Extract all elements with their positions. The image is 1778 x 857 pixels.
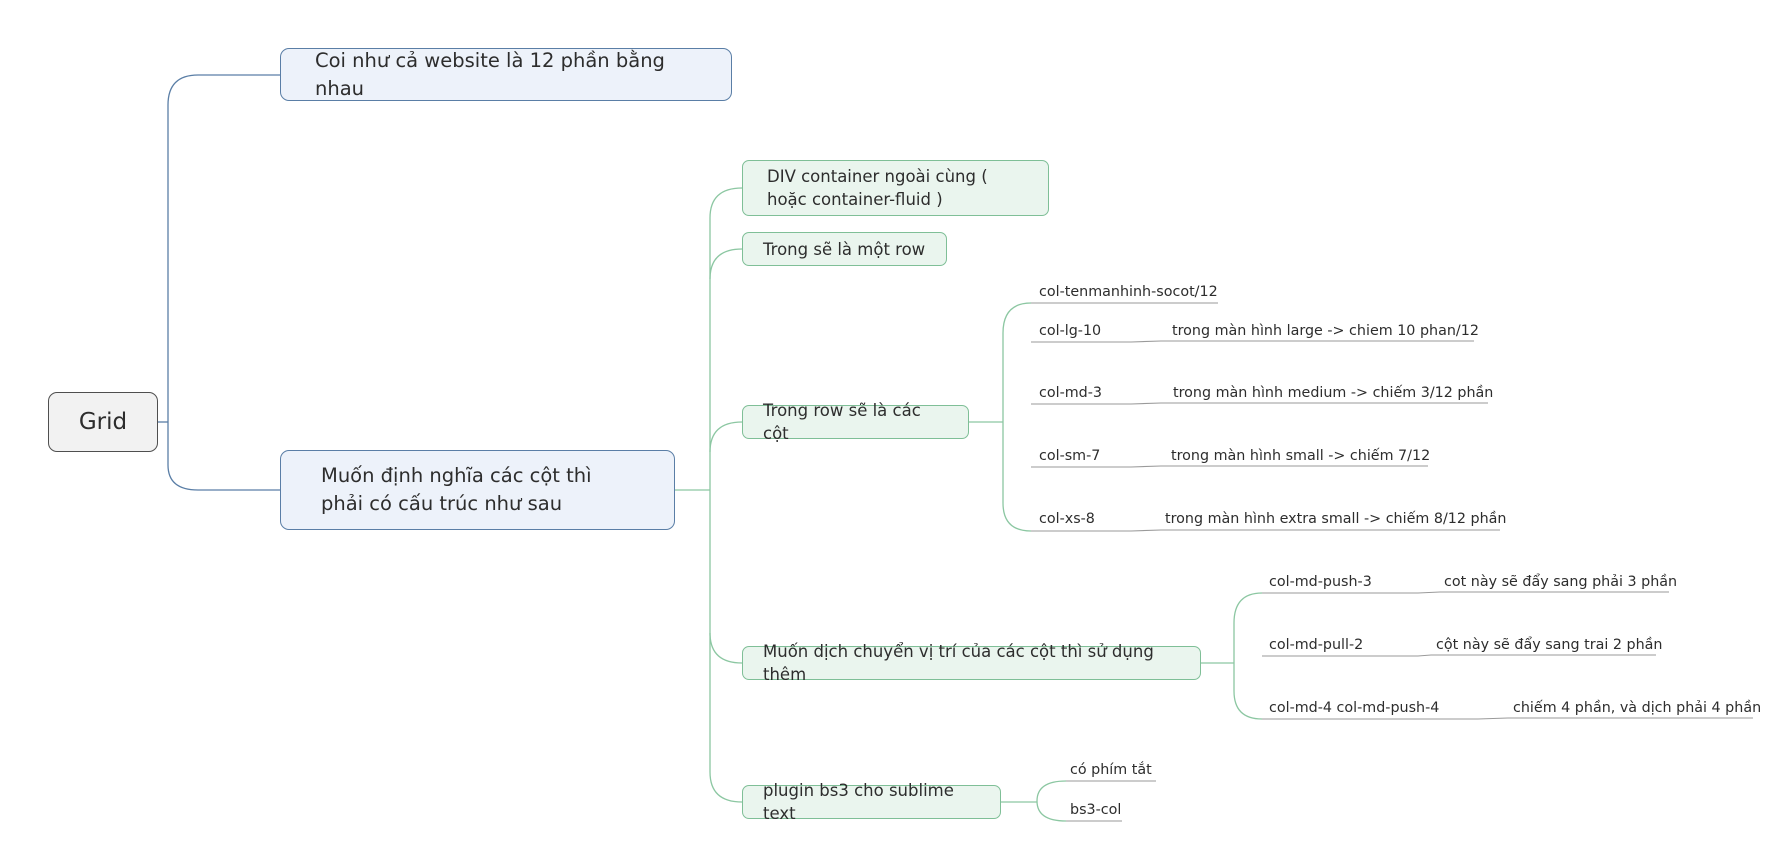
underline-cols-4 [1031,529,1500,532]
leaf-col-name[interactable]: col-sm-7 [1039,448,1101,464]
leaf-move-desc[interactable]: cột này sẽ đẩy sang trai 2 phần [1436,637,1663,653]
underline-cols-1 [1031,340,1474,343]
leaf-plugin-item[interactable]: có phím tắt [1070,762,1152,778]
branch-cols [709,421,743,453]
root-node[interactable]: Grid [48,392,158,452]
subtopic-container[interactable]: DIV container ngoài cùng ( hoặc containe… [742,160,1049,216]
leaf-move-desc[interactable]: cot này sẽ đẩy sang phải 3 phần [1444,574,1678,590]
leaf-col-desc[interactable]: trong màn hình small -> chiếm 7/12 [1171,448,1431,464]
subtopic-cols[interactable]: Trong row sẽ là các cột [742,401,969,443]
leaf-plugin-item[interactable]: bs3-col [1070,802,1122,818]
topic-node-column-structure[interactable]: Muốn định nghĩa các cột thì phải có cấu … [280,450,675,530]
branch-container [709,187,743,803]
leaf-move-name[interactable]: col-md-4 col-md-push-4 [1269,700,1440,716]
leaf-move-desc[interactable]: chiếm 4 phần, và dịch phải 4 phần [1513,700,1762,716]
leaf-col-name[interactable]: col-md-3 [1039,385,1102,401]
leaf-move-name[interactable]: col-md-pull-2 [1269,637,1364,653]
leaf-col-desc[interactable]: trong màn hình large -> chiem 10 phan/12 [1172,323,1479,339]
leaf-col-name[interactable]: col-tenmanhinh-socot/12 [1039,284,1218,300]
plugin-trunk [1036,780,1067,822]
branch-row [709,248,743,280]
root-label: Grid [78,409,128,435]
leaf-col-name[interactable]: col-lg-10 [1039,323,1102,339]
move-trunk [1233,592,1263,720]
topic-node-website-12-parts[interactable]: Coi như cả website là 12 phần bằng nhau [280,48,732,101]
underline-move-0 [1262,591,1669,594]
leaf-col-name[interactable]: col-xs-8 [1039,511,1095,527]
subtopic-label: Trong sẽ là một row [763,239,926,259]
branch-topic1 [167,74,280,491]
subtopic-label: DIV container ngoài cùng ( hoặc containe… [767,167,988,209]
topic-label: Coi như cả website là 12 phần bằng nhau [315,48,665,100]
root-branches [157,74,280,491]
subtopic-plugin[interactable]: plugin bs3 cho sublime text [742,781,1001,823]
topic2-branches [675,187,1263,822]
underline-cols-2 [1031,402,1488,405]
topic-label: Muốn định nghĩa các cột thì phải có cấu … [321,464,592,515]
subtopic-label: Muốn dịch chuyển vị trí của các cột thì … [763,642,1154,684]
subtopic-move[interactable]: Muốn dịch chuyển vị trí của các cột thì … [742,642,1201,684]
subtopic-label: Trong row sẽ là các cột [763,401,921,443]
underline-move-2 [1262,717,1753,720]
cols-trunk [1002,302,1032,532]
subtopic-row[interactable]: Trong sẽ là một row [742,232,947,266]
leaf-move-name[interactable]: col-md-push-3 [1269,574,1372,590]
leaf-col-desc[interactable]: trong màn hình medium -> chiếm 3/12 phần [1173,385,1494,401]
leaf-col-desc[interactable]: trong màn hình extra small -> chiếm 8/12… [1165,511,1507,527]
leaf-underlines [1031,302,1753,822]
underline-cols-3 [1031,465,1428,468]
branch-move [709,632,743,664]
underline-move-1 [1262,654,1656,657]
subtopic-label: plugin bs3 cho sublime text [763,781,954,823]
